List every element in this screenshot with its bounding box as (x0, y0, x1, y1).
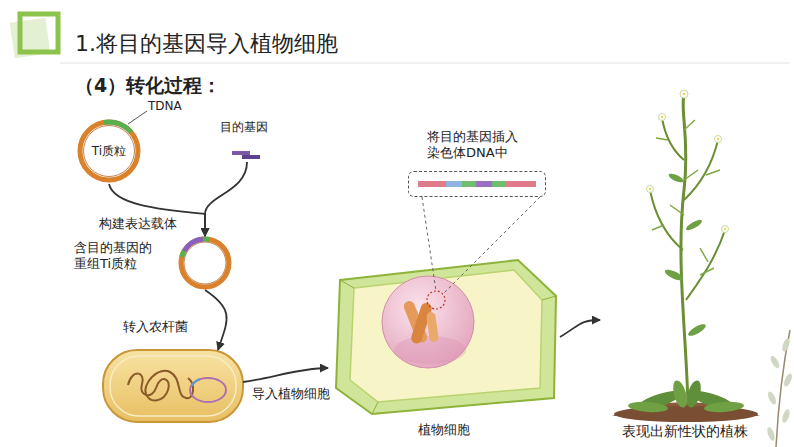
chromosome-callout: 将目的基因插入染色体DNA中 (408, 171, 546, 197)
edge-label: 构建表达载体 (97, 216, 179, 232)
header-decoration (10, 14, 790, 63)
target-gene: 目的基因 (232, 150, 262, 162)
bacterium-label: 转入农杆菌 (123, 319, 188, 335)
ti-plasmid: TDNATi质粒 (76, 118, 142, 184)
recombinant-plasmid: 含目的基因的重组Ti质粒 (178, 236, 232, 290)
plant-drawing (612, 90, 760, 422)
plant-label: 表现出新性状的植株 (622, 423, 748, 441)
chromosome-dna-strip (418, 181, 536, 187)
cell-label: 植物细胞 (418, 422, 470, 438)
gene-fragment-drawing (232, 151, 260, 159)
plasmid-label: 含目的基因的重组Ti质粒 (74, 240, 158, 273)
plasmid-name: Ti质粒 (92, 144, 126, 159)
plant-cell: 植物细胞 (328, 238, 560, 418)
slide-title: 1.将目的基因导入植物细胞 (75, 30, 338, 58)
subtitle: （4）转化过程： (75, 74, 221, 98)
recombinant-plasmid-drawing (181, 239, 229, 287)
gene-label: 目的基因 (220, 120, 268, 135)
process-arrow (560, 320, 600, 337)
callout-line (422, 197, 436, 291)
process-arrow (205, 290, 227, 350)
willow-decoration (766, 330, 794, 447)
tdna-label: TDNA (148, 99, 182, 114)
ti-plasmid-drawing (80, 111, 147, 180)
process-arrow (243, 368, 328, 382)
callout-label: 将目的基因插入染色体DNA中 (427, 129, 525, 162)
agrobacterium-drawing (103, 350, 243, 422)
plant-cell-drawing (336, 197, 556, 414)
process-arrow (205, 162, 247, 236)
agrobacterium: 转入农杆菌 (103, 350, 243, 422)
edge-label: 导入植物细胞 (250, 386, 332, 402)
transgenic-plant: 表现出新性状的植株 (600, 88, 770, 420)
